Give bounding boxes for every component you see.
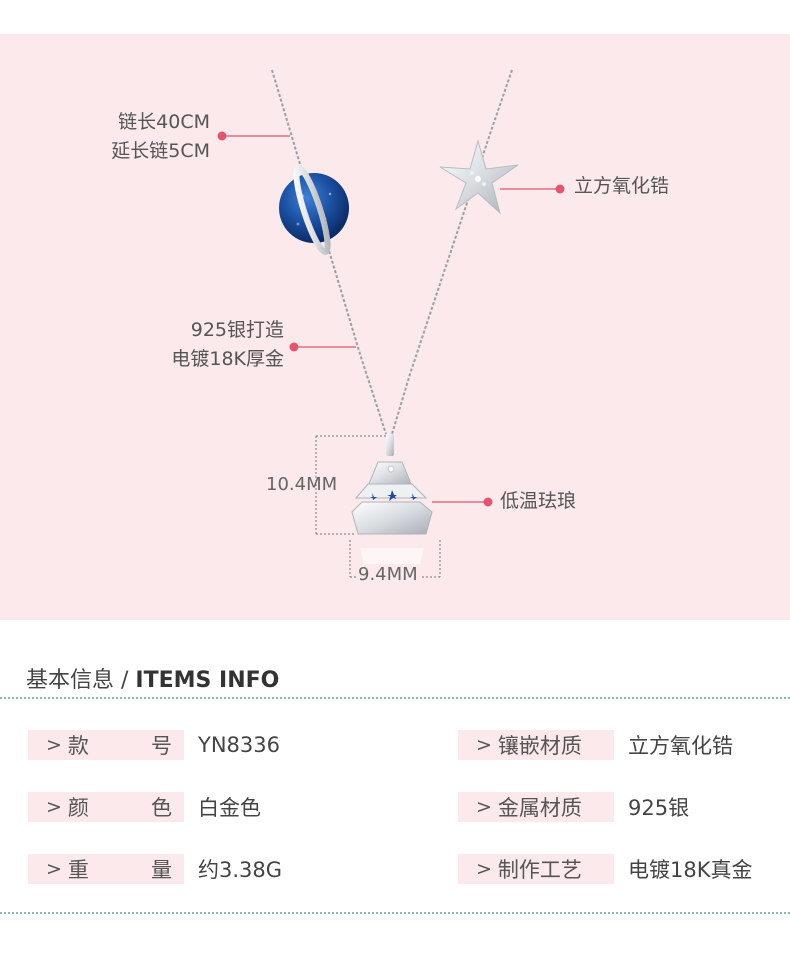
spec-key: > 重 量 [28, 854, 184, 884]
title-separator: / [114, 668, 136, 693]
chevron-right-icon: > [476, 734, 492, 756]
star-charm [439, 139, 519, 215]
spec-key: > 颜 色 [28, 792, 184, 822]
spec-key-char: 款 [67, 734, 89, 758]
spec-key-label: 金属材质 [497, 796, 582, 820]
chevron-right-icon: > [46, 796, 62, 818]
spec-key: > 镶嵌材质 [458, 730, 614, 760]
top-dotted-divider [0, 697, 790, 699]
spec-value: 电镀18K真金 [628, 858, 753, 882]
spec-key-label: 制作工艺 [497, 858, 582, 882]
spec-key-label: 镶嵌材质 [497, 734, 582, 758]
spec-key-char: 号 [151, 734, 172, 758]
bottom-dotted-divider [0, 912, 790, 914]
spec-value: 925银 [628, 796, 690, 820]
silver-text: 925银打造 [190, 319, 284, 341]
product-hero: 链长40CM 延长链5CM 立方氧化锆 925银打造 电镀18K厚金 低温珐琅 … [0, 34, 790, 620]
chain-length-callout: 链长40CM 延长链5CM [94, 108, 210, 166]
title-cn: 基本信息 [26, 668, 115, 693]
spec-key: > 金属材质 [458, 792, 614, 822]
spec-value: 立方氧化锆 [628, 734, 733, 758]
spec-key: > 款 号 [28, 730, 184, 760]
spec-key-char: 色 [151, 796, 172, 820]
spec-row-inlay: > 镶嵌材质 立方氧化锆 [458, 730, 733, 760]
spec-row-craft: > 制作工艺 电镀18K真金 [458, 854, 753, 884]
spec-key-char: 重 [67, 858, 89, 882]
chain-length-text: 链长40CM [118, 111, 210, 133]
silver-callout: 925银打造 电镀18K厚金 [150, 316, 284, 374]
height-dimension-label: 10.4MM [266, 474, 338, 495]
chain-right [391, 69, 513, 435]
title-en: ITEMS INFO [135, 668, 280, 693]
chevron-right-icon: > [476, 858, 492, 880]
spec-value: YN8336 [198, 733, 280, 757]
spec-row-weight: > 重 量 约3.38G [28, 854, 282, 884]
spec-row-model: > 款 号 YN8336 [28, 730, 280, 760]
chevron-right-icon: > [476, 796, 492, 818]
chevron-right-icon: > [46, 734, 62, 756]
plating-text: 电镀18K厚金 [171, 348, 284, 370]
spec-row-metal: > 金属材质 925银 [458, 792, 689, 822]
spec-value: 白金色 [198, 796, 261, 820]
pendant-charm [351, 461, 433, 574]
spec-key-char: 颜 [67, 796, 89, 820]
spec-row-color: > 颜 色 白金色 [28, 792, 261, 822]
planet-charm [279, 165, 349, 255]
spec-value: 约3.38G [198, 858, 283, 882]
spec-key: > 制作工艺 [458, 854, 614, 884]
chain-left [271, 69, 387, 435]
zirconia-callout: 立方氧化锆 [574, 175, 670, 197]
info-section-title: 基本信息 / ITEMS INFO [26, 662, 279, 694]
width-dimension-label: 9.4MM [356, 564, 420, 585]
chevron-right-icon: > [46, 858, 62, 880]
spec-key-char: 量 [151, 858, 172, 882]
enamel-callout: 低温珐琅 [500, 490, 577, 512]
extension-length-text: 延长链5CM [111, 140, 210, 162]
